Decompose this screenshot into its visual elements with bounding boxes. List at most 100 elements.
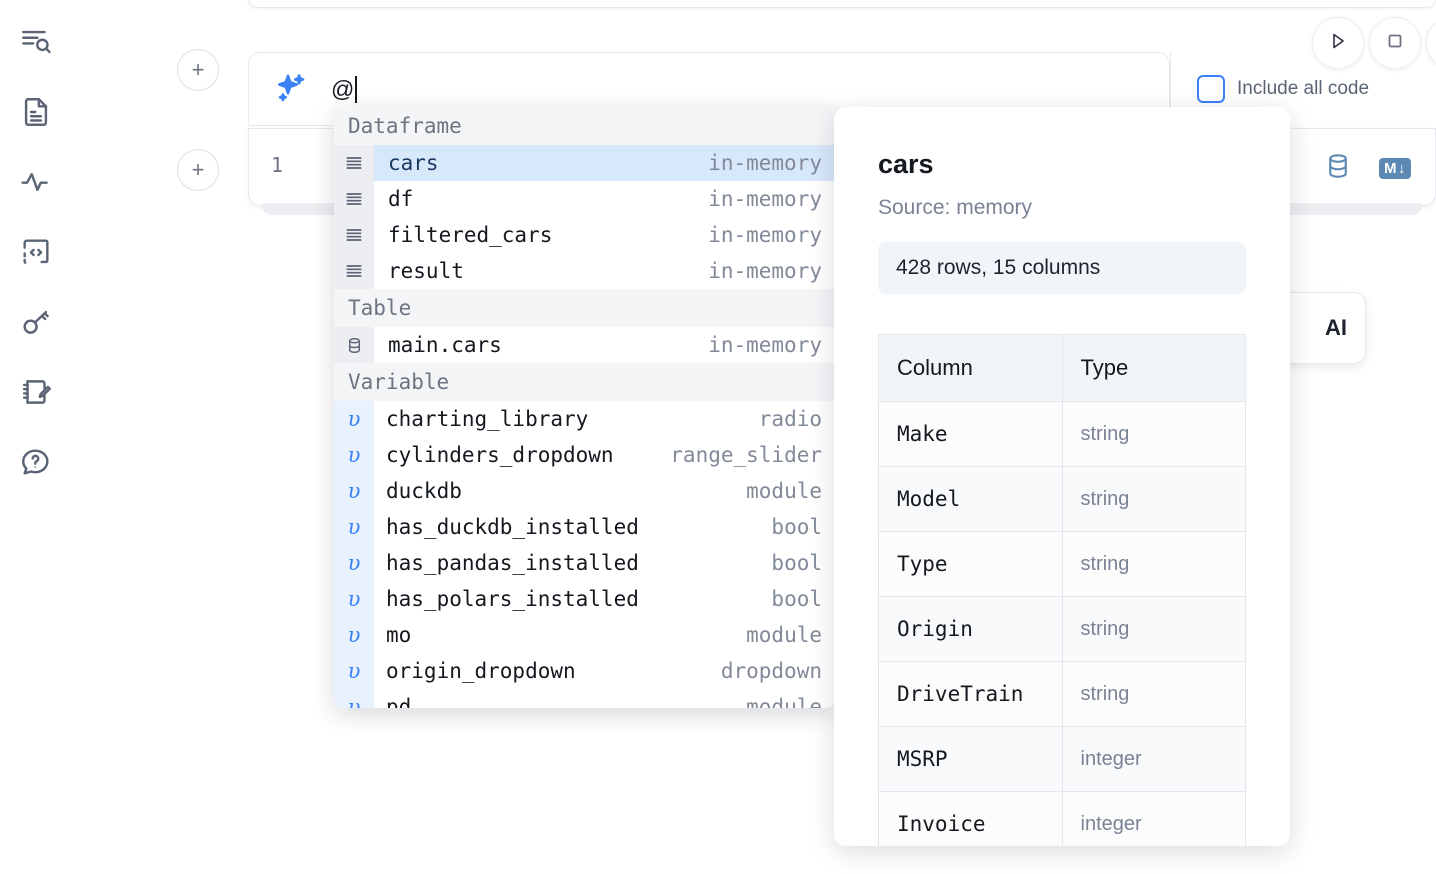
- sidebar-item-key[interactable]: [12, 298, 60, 346]
- sidebar-item-help[interactable]: [12, 438, 60, 486]
- autocomplete-item-type: bool: [771, 551, 822, 575]
- sidebar-item-code-snippets[interactable]: [12, 228, 60, 276]
- generate-with-ai-label: AI: [1325, 315, 1347, 340]
- include-all-code-checkbox[interactable]: [1197, 75, 1225, 103]
- autocomplete-item-type: module: [746, 623, 822, 647]
- schema-column-name: Origin: [878, 596, 1063, 662]
- autocomplete-item[interactable]: υ has_pandas_installed bool: [334, 545, 836, 581]
- autocomplete-item-type: in-memory: [708, 259, 822, 283]
- rows-icon: [334, 217, 374, 253]
- rows-icon: [334, 145, 374, 181]
- schema-column-type: string: [1061, 401, 1246, 467]
- schema-column-name: Model: [878, 466, 1063, 532]
- help-chat-icon: [19, 445, 53, 479]
- preview-source: Source: memory: [878, 196, 1033, 219]
- autocomplete-item-type: in-memory: [708, 333, 822, 357]
- variable-icon: υ: [334, 545, 374, 581]
- autocomplete-item-name: cylinders_dropdown: [386, 443, 614, 467]
- stop-button[interactable]: [1369, 17, 1421, 69]
- autocomplete-item-name: has_pandas_installed: [386, 551, 639, 575]
- autocomplete-item[interactable]: filtered_cars in-memory: [334, 217, 836, 253]
- autocomplete-item-name: result: [388, 259, 464, 283]
- schema-column-type: string: [1061, 661, 1246, 727]
- add-cell-button-above[interactable]: +: [177, 49, 219, 91]
- markdown-badge-letter: M: [1384, 160, 1397, 177]
- code-snippets-icon: [19, 235, 53, 269]
- add-cell-button-below[interactable]: +: [177, 149, 219, 191]
- autocomplete-item-body: result in-memory: [374, 253, 836, 289]
- markdown-badge[interactable]: M↓: [1379, 158, 1411, 179]
- autocomplete-section-header: Table: [334, 289, 836, 327]
- schema-column-name: DriveTrain: [878, 661, 1063, 727]
- sidebar-item-scratchpad[interactable]: [12, 368, 60, 416]
- play-icon: [1326, 29, 1350, 58]
- ai-prompt-value: @: [331, 75, 355, 102]
- autocomplete-item-type: module: [746, 479, 822, 503]
- variable-icon: υ: [334, 401, 374, 437]
- variable-icon: υ: [334, 509, 374, 545]
- sidebar-item-document[interactable]: [12, 88, 60, 136]
- schema-column-type: string: [1061, 531, 1246, 597]
- schema-column-type: integer: [1061, 791, 1246, 846]
- autocomplete-item-type: in-memory: [708, 223, 822, 247]
- schema-column-name: Make: [878, 401, 1063, 467]
- autocomplete-item[interactable]: main.cars in-memory: [334, 327, 836, 363]
- autocomplete-item-type: bool: [771, 587, 822, 611]
- sidebar-item-file-explorer-search[interactable]: [12, 18, 60, 66]
- run-cell-button[interactable]: [1312, 17, 1364, 69]
- autocomplete-item-type: radio: [758, 407, 822, 431]
- autocomplete-item[interactable]: result in-memory: [334, 253, 836, 289]
- schema-column-name: Invoice: [878, 791, 1063, 846]
- autocomplete-item-name: filtered_cars: [388, 223, 553, 247]
- autocomplete-item-body: has_pandas_installed bool: [374, 545, 836, 581]
- autocomplete-item-name: origin_dropdown: [386, 659, 576, 683]
- autocomplete-item-name: df: [388, 187, 414, 211]
- autocomplete-item-name: main.cars: [388, 333, 502, 357]
- text-caret: [355, 75, 358, 103]
- include-all-code-label: Include all code: [1237, 78, 1370, 99]
- variable-icon: υ: [334, 617, 374, 653]
- autocomplete-section-header: Dataframe: [334, 107, 836, 145]
- autocomplete-item-name: duckdb: [386, 479, 462, 503]
- autocomplete-item-name: has_polars_installed: [386, 587, 639, 611]
- autocomplete-item-type: in-memory: [708, 151, 822, 175]
- autocomplete-section-header: Variable: [334, 363, 836, 401]
- autocomplete-item-name: pd: [386, 695, 412, 708]
- sidebar-item-activity[interactable]: [12, 158, 60, 206]
- dataframe-preview-panel: cars Source: memory 428 rows, 15 columns…: [834, 107, 1290, 846]
- autocomplete-item-body: filtered_cars in-memory: [374, 217, 836, 253]
- schema-column-type: string: [1061, 466, 1246, 532]
- rows-icon: [334, 253, 374, 289]
- autocomplete-item-type: bool: [771, 515, 822, 539]
- line-number: 1: [271, 153, 284, 177]
- markdown-badge-arrow: ↓: [1398, 160, 1406, 177]
- autocomplete-item-body: has_polars_installed bool: [374, 581, 836, 617]
- database-icon: [334, 327, 374, 363]
- scratchpad-icon: [19, 375, 53, 409]
- ai-prompt-input[interactable]: @: [331, 69, 1169, 109]
- database-icon[interactable]: [1323, 151, 1353, 186]
